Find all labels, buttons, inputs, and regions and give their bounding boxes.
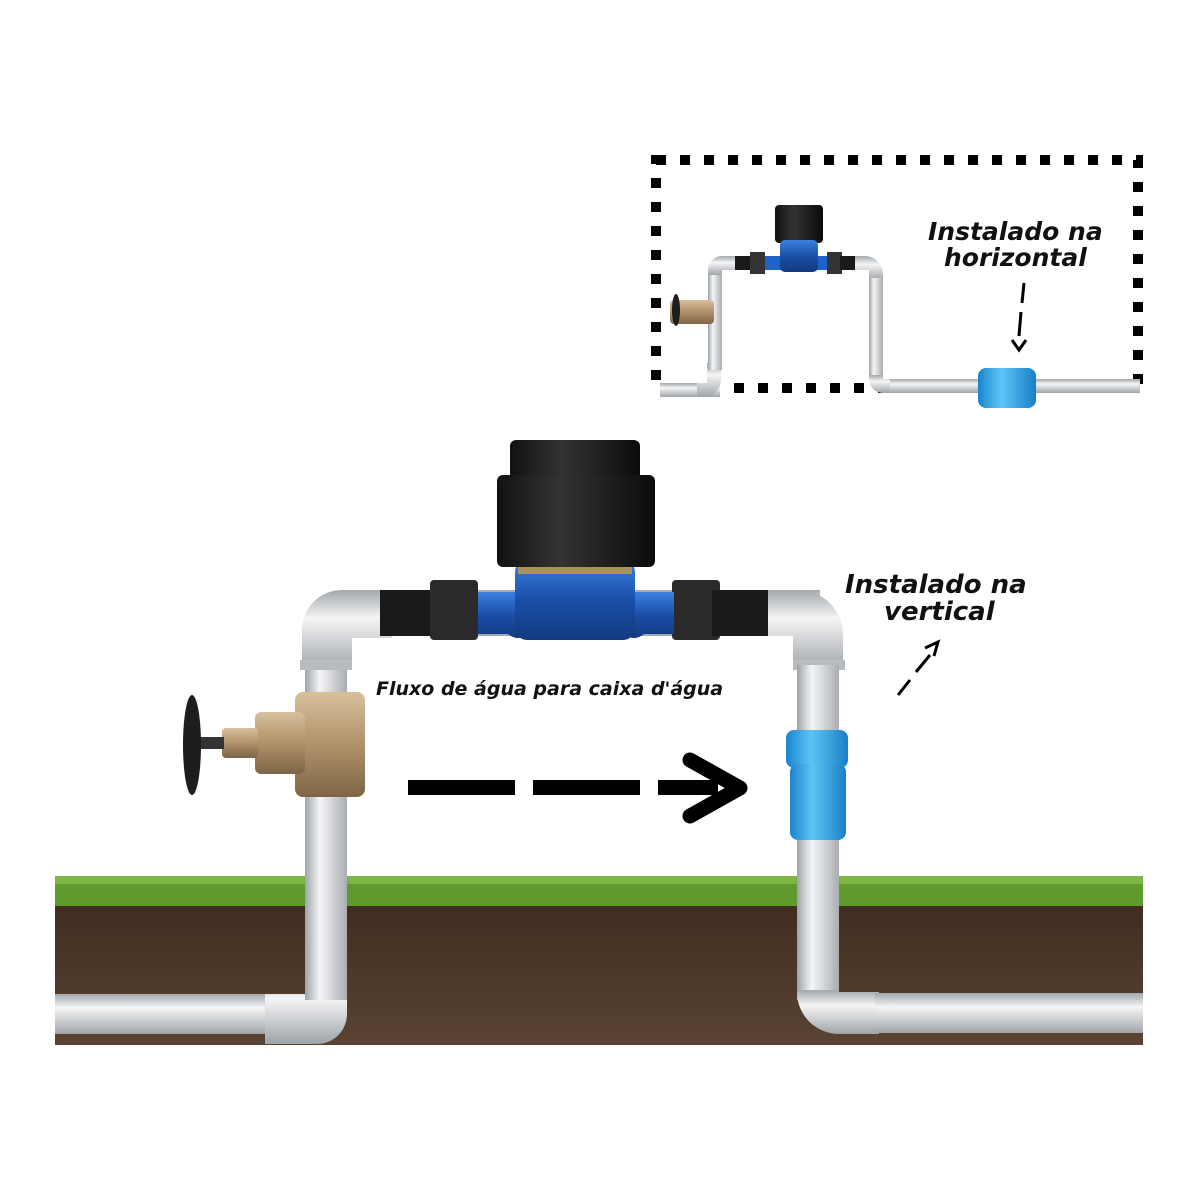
inset-check-valve (978, 368, 1036, 408)
flow-label: Fluxo de água para caixa d'água (376, 678, 723, 700)
left-vertical-pipe (305, 620, 347, 1000)
right-bottom-elbow (797, 990, 879, 1034)
horizontal-label-line2: horizontal (944, 243, 1087, 272)
water-meter (478, 440, 674, 640)
right-union-nut (672, 580, 720, 640)
valve-body (295, 692, 365, 797)
dotted-border (651, 155, 1143, 393)
flow-arrow (408, 752, 748, 824)
horizontal-label-line1: Instalado na (928, 217, 1103, 246)
right-black-coupling (712, 590, 772, 636)
inset-meter-cap (775, 205, 823, 243)
horizontal-pointer-arrow (1010, 282, 1028, 353)
right-top-elbow (768, 590, 843, 670)
left-top-elbow (302, 590, 392, 670)
arrow-head-icon (682, 752, 748, 824)
main-piping (55, 580, 1143, 1044)
meter-cap-top (510, 440, 640, 480)
inset-horizontal-installation: Instalado na horizontal (651, 155, 1143, 408)
left-union-nut (430, 580, 478, 640)
vertical-pointer-arrow (896, 639, 941, 696)
right-underground-pipe (875, 993, 1143, 1033)
vertical-label-line2: vertical (884, 597, 996, 627)
vertical-label-line1: Instalado na (845, 570, 1027, 600)
valve-handwheel (183, 695, 201, 795)
check-valve-vertical (786, 730, 848, 840)
gate-valve (183, 692, 365, 797)
meter-cap (497, 475, 655, 567)
